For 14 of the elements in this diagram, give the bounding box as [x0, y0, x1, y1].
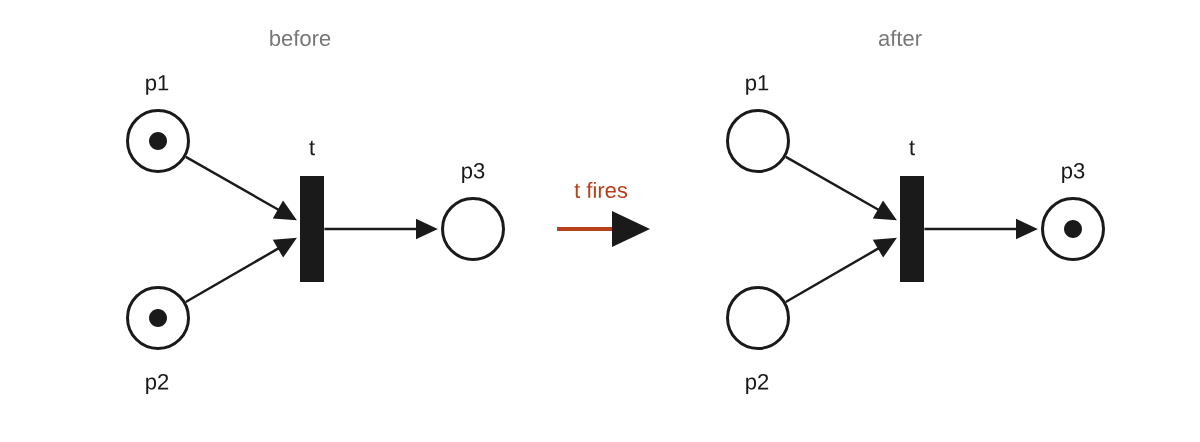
- panel-heading: before: [270, 29, 331, 47]
- token-dot: [149, 132, 167, 150]
- transition-label: t: [309, 140, 315, 156]
- token-dot: [1064, 220, 1082, 238]
- transition-label: t: [909, 140, 915, 156]
- place-label: p3: [462, 163, 485, 183]
- panel-heading: after: [878, 29, 922, 47]
- place-label: p1: [146, 75, 169, 95]
- place-label: p2: [146, 374, 169, 394]
- annotation-text: t fires: [574, 181, 628, 199]
- place-label: p3: [1062, 163, 1085, 183]
- place-label: p2: [746, 374, 769, 394]
- place-label: p1: [746, 75, 769, 95]
- token-dot: [149, 309, 167, 327]
